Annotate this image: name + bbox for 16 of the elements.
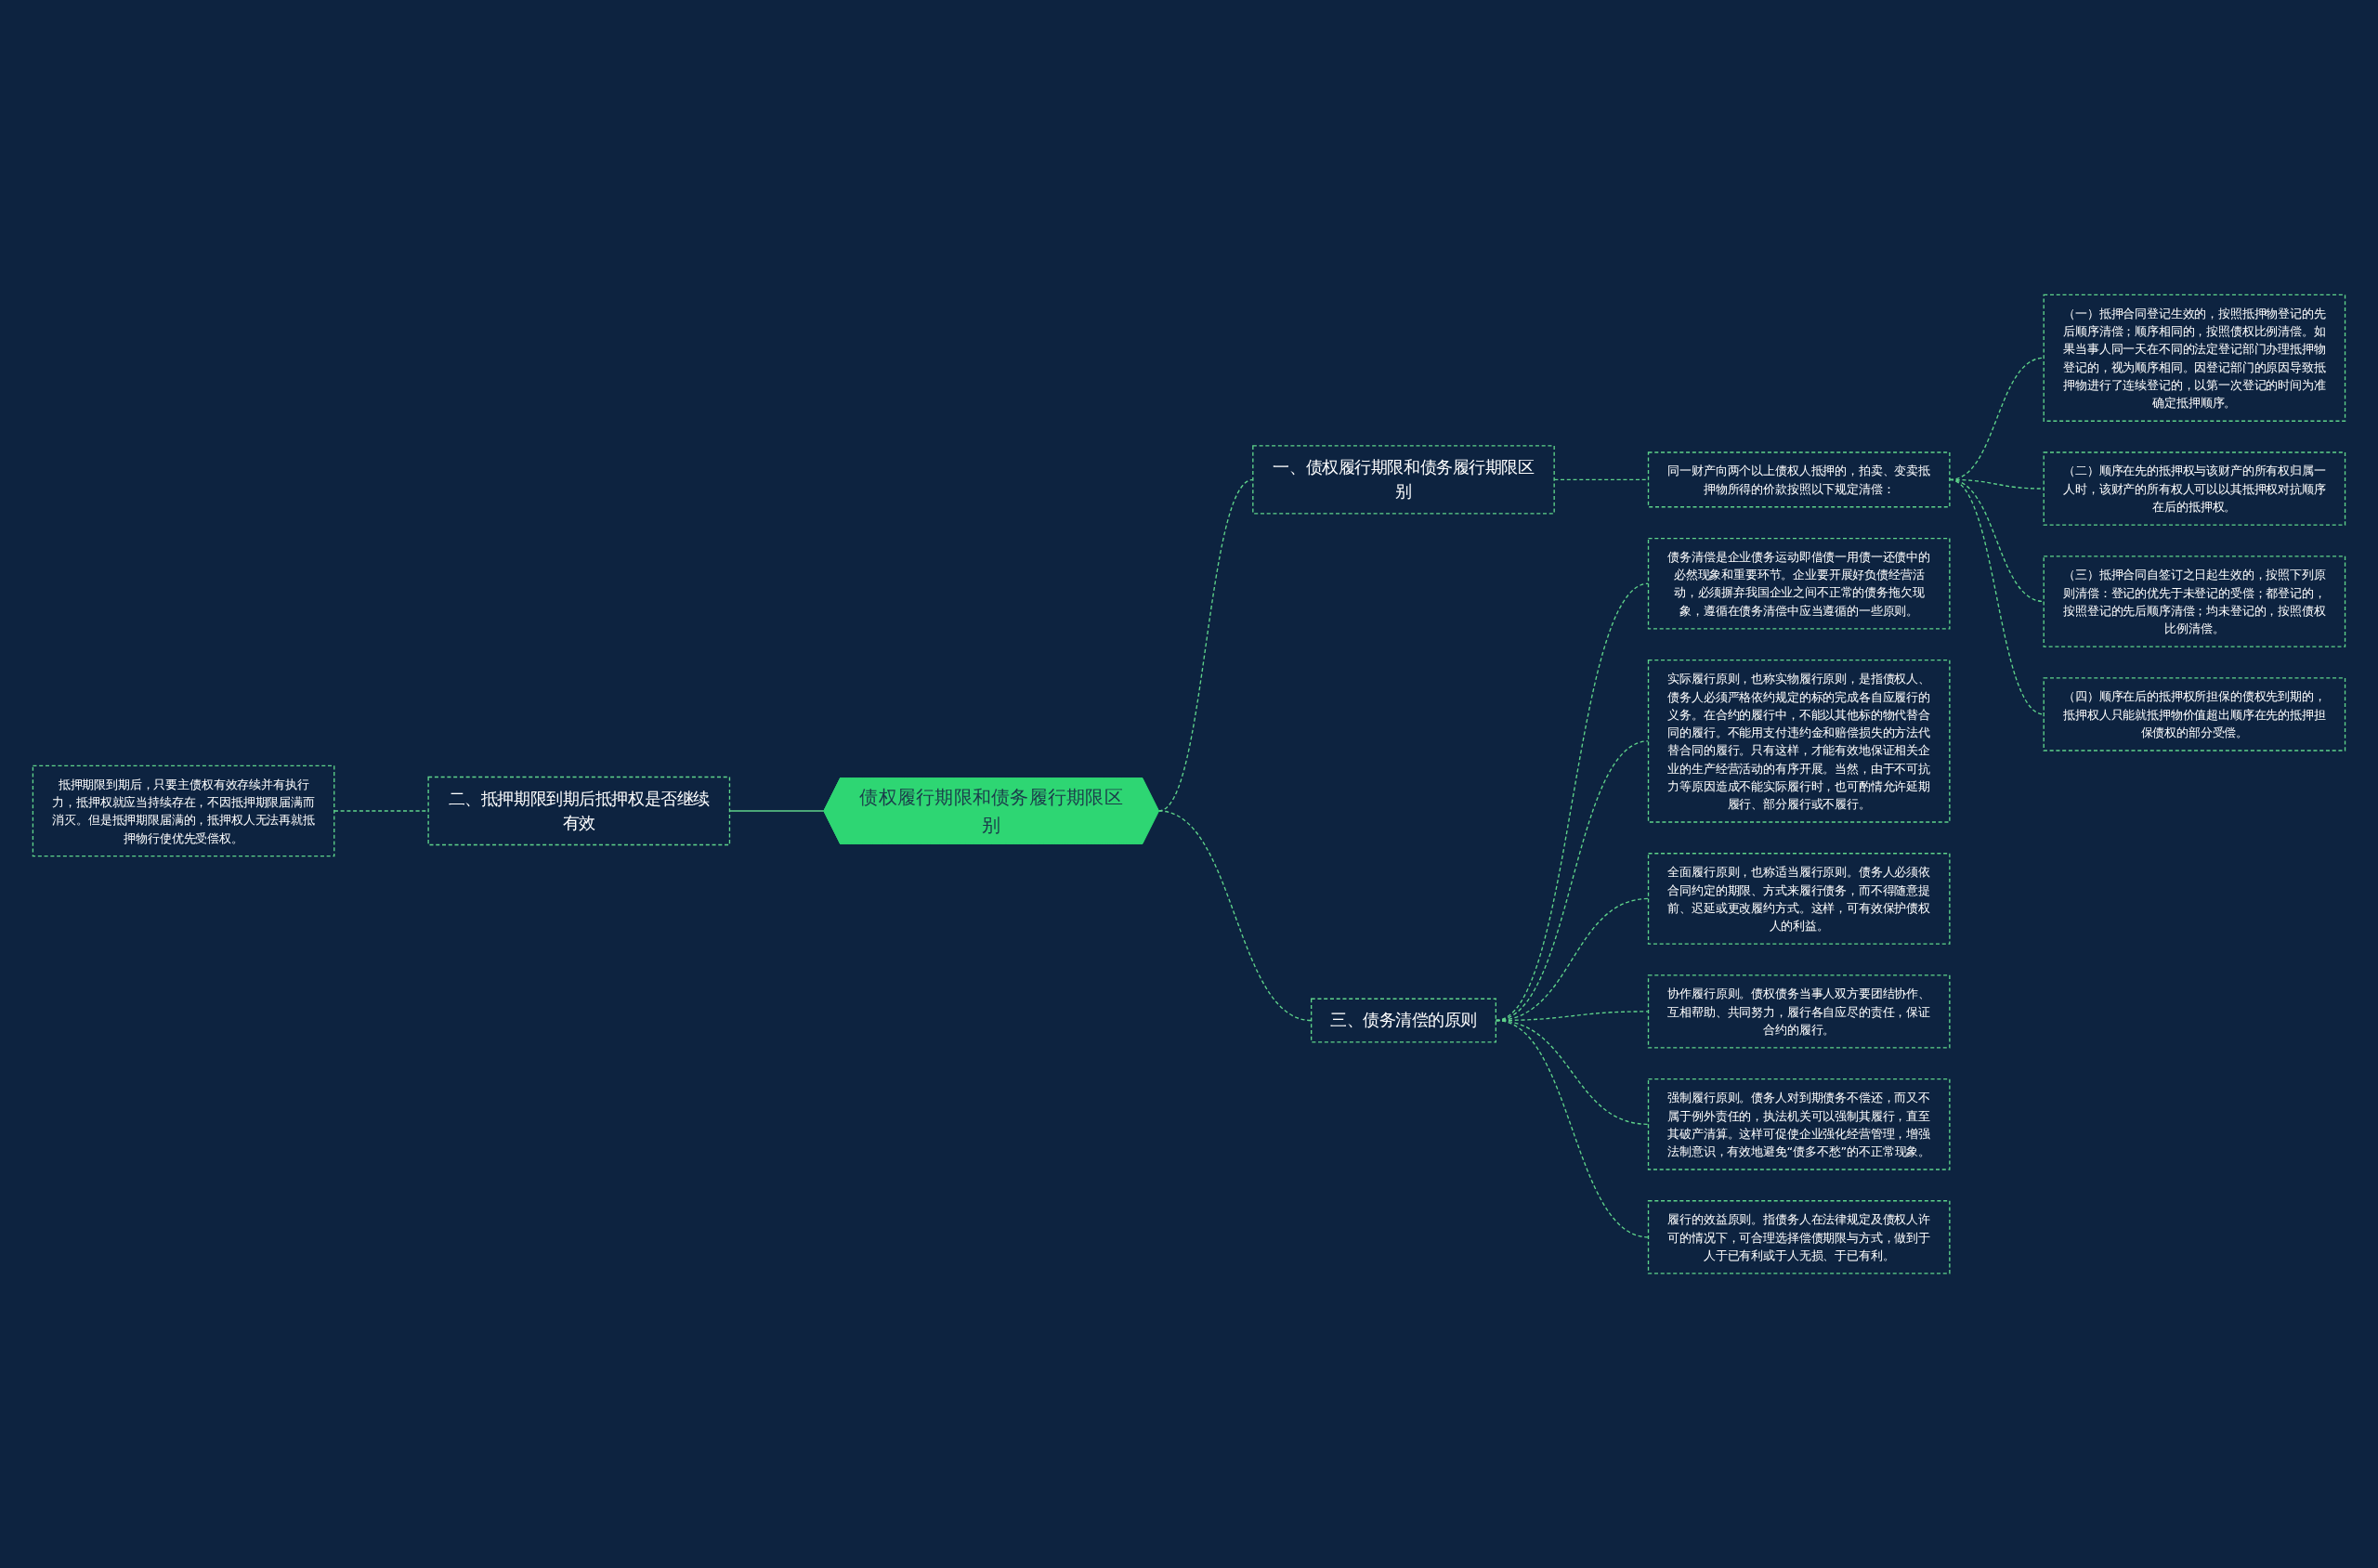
node-box: （二）顺序在先的抵押权与该财产的所有权归属一人时，该财产的所有权人可以以其抵押权对抗顺序在后的抵押权。 <box>2043 451 2346 526</box>
node-box: 债务清偿是企业债务运动即借债一用债一还债中的必然现象和重要环节。企业要开展好负债经营活动，必须摒弃我国企业之间不正常的债务拖欠现象，遵循在债务清偿中应当遵循的一些原则。 <box>1647 537 1951 630</box>
node-box: 履行的效益原则。指债务人在法律规定及债权人许可的情况下，可合理选择偿债期限与方式，做到于人于已有利或于人无损、于已有利。 <box>1647 1200 1951 1274</box>
node-box: 协作履行原则。债权债务当事人双方要团结协作、互相帮助、共同努力，履行各自应尽的责任，保证合约的履行。 <box>1647 974 1951 1049</box>
node-box: 三、债务清偿的原则 <box>1311 998 1496 1043</box>
node-box: 一、债权履行期限和债务履行期限区别 <box>1252 445 1555 515</box>
node-box: 实际履行原则，也称实物履行原则，是指债权人、债务人必须严格依约规定的标的完成各自应履行的义务。在合约的履行中，不能以其他标的物代替合同的履行。不能用支付违约金和赔偿损失的方法代替合同的履行。只有这样，才能有效地保证相关企业的生产经营活动的有序开展。当然，由于不可抗力等原因造成不能实际履行时，也可酌情允许延期履行、部分履行或不履行。 <box>1647 659 1951 823</box>
node-box: 抵押期限到期后，只要主债权有效存续并有执行力，抵押权就应当持续存在，不因抵押期限届满而消灭。但是抵押期限届满的，抵押权人无法再就抵押物行使优先受偿权。 <box>32 764 335 857</box>
node-box: 二、抵押期限到期后抵押权是否继续有效 <box>427 776 731 846</box>
node-box: 同一财产向两个以上债权人抵押的，拍卖、变卖抵押物所得的价款按照以下规定清偿： <box>1647 451 1951 508</box>
node-box: （一）抵押合同登记生效的，按照抵押物登记的先后顺序清偿；顺序相同的，按照债权比例清偿。如果当事人同一天在不同的法定登记部门办理抵押物登记的，视为顺序相同。因登记部门的原因导致抵押物进行了连续登记的，以第一次登记的时间为准确定抵押顺序。 <box>2043 294 2346 422</box>
connector <box>1949 478 2045 715</box>
node-box: （三）抵押合同自签订之日起生效的，按照下列原则清偿：登记的优先于未登记的受偿；都登记的，按照登记的先后顺序清偿；均未登记的，按照债权比例清偿。 <box>2043 555 2346 647</box>
node-box: 全面履行原则，也称适当履行原则。债务人必须依合同约定的期限、方式来履行债务，而不得随意提前、迟延或更改履约方式。这样，可有效保护债权人的利益。 <box>1647 853 1951 945</box>
node-box: 强制履行原则。债务人对到期债务不偿还，而又不属于例外责任的，执法机关可以强制其履行，直至其破产清算。这样可促使企业强化经营管理，增强法制意识，有效地避免“债多不愁”的不正常现象。 <box>1647 1078 1951 1170</box>
node-box: （四）顺序在后的抵押权所担保的债权先到期的，抵押权人只能就抵押物价值超出顺序在先的抵押担保债权的部分受偿。 <box>2043 677 2346 751</box>
